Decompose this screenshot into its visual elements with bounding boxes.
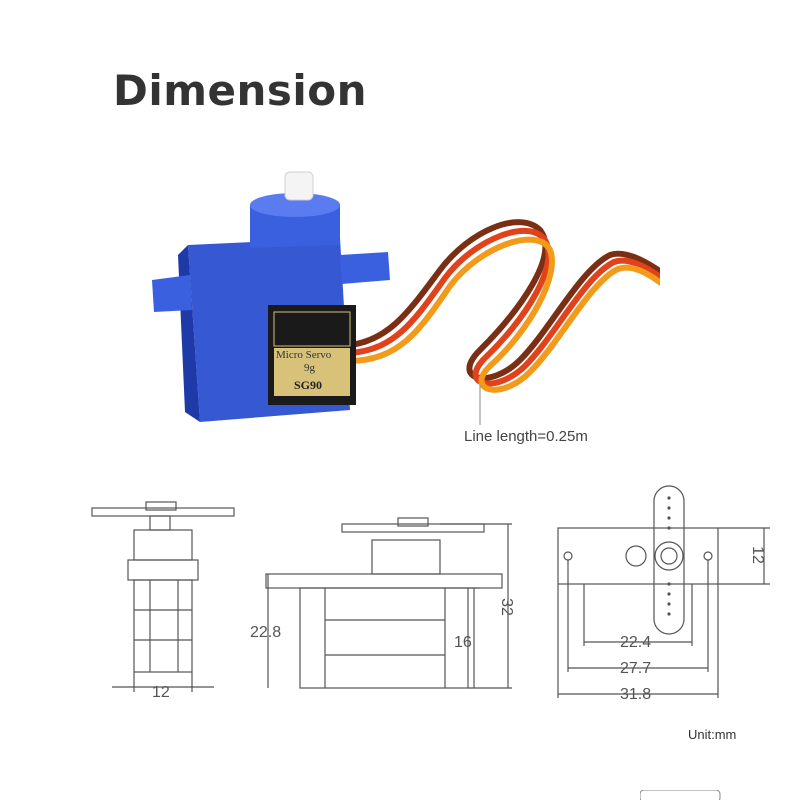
wire-length-note: Line length=0.25m (464, 428, 588, 445)
dim-side-width: 12 (152, 684, 170, 701)
dim-body-height: 22.8 (250, 624, 282, 641)
side-view (91, 501, 235, 692)
unit-note: Unit:mm (688, 727, 737, 742)
servo-label-brand: Micro Servo (276, 349, 332, 361)
horn-holes (667, 496, 671, 616)
dim-total-height: 32 (497, 598, 515, 616)
wire-callout-line (479, 385, 481, 425)
front-view (265, 517, 512, 689)
servo-label-weight: 9g (304, 362, 315, 374)
dim-tab-hole-spacing: 27.7 (620, 660, 652, 677)
servo-illustration (152, 171, 660, 422)
dim-top-depth: 12 (748, 546, 766, 564)
dim-body-length: 22.4 (620, 634, 652, 651)
servo-wire-bundle (347, 219, 660, 393)
dim-overall-length: 31.8 (620, 686, 652, 703)
servo-label-model: SG90 (294, 378, 323, 392)
top-view (557, 485, 770, 698)
page-title: Dimension (113, 66, 368, 115)
dim-lower-height: 16 (454, 634, 472, 651)
cropped-bottom-shape (640, 790, 721, 800)
dimension-drawings (91, 485, 770, 698)
servo-body (152, 171, 390, 422)
